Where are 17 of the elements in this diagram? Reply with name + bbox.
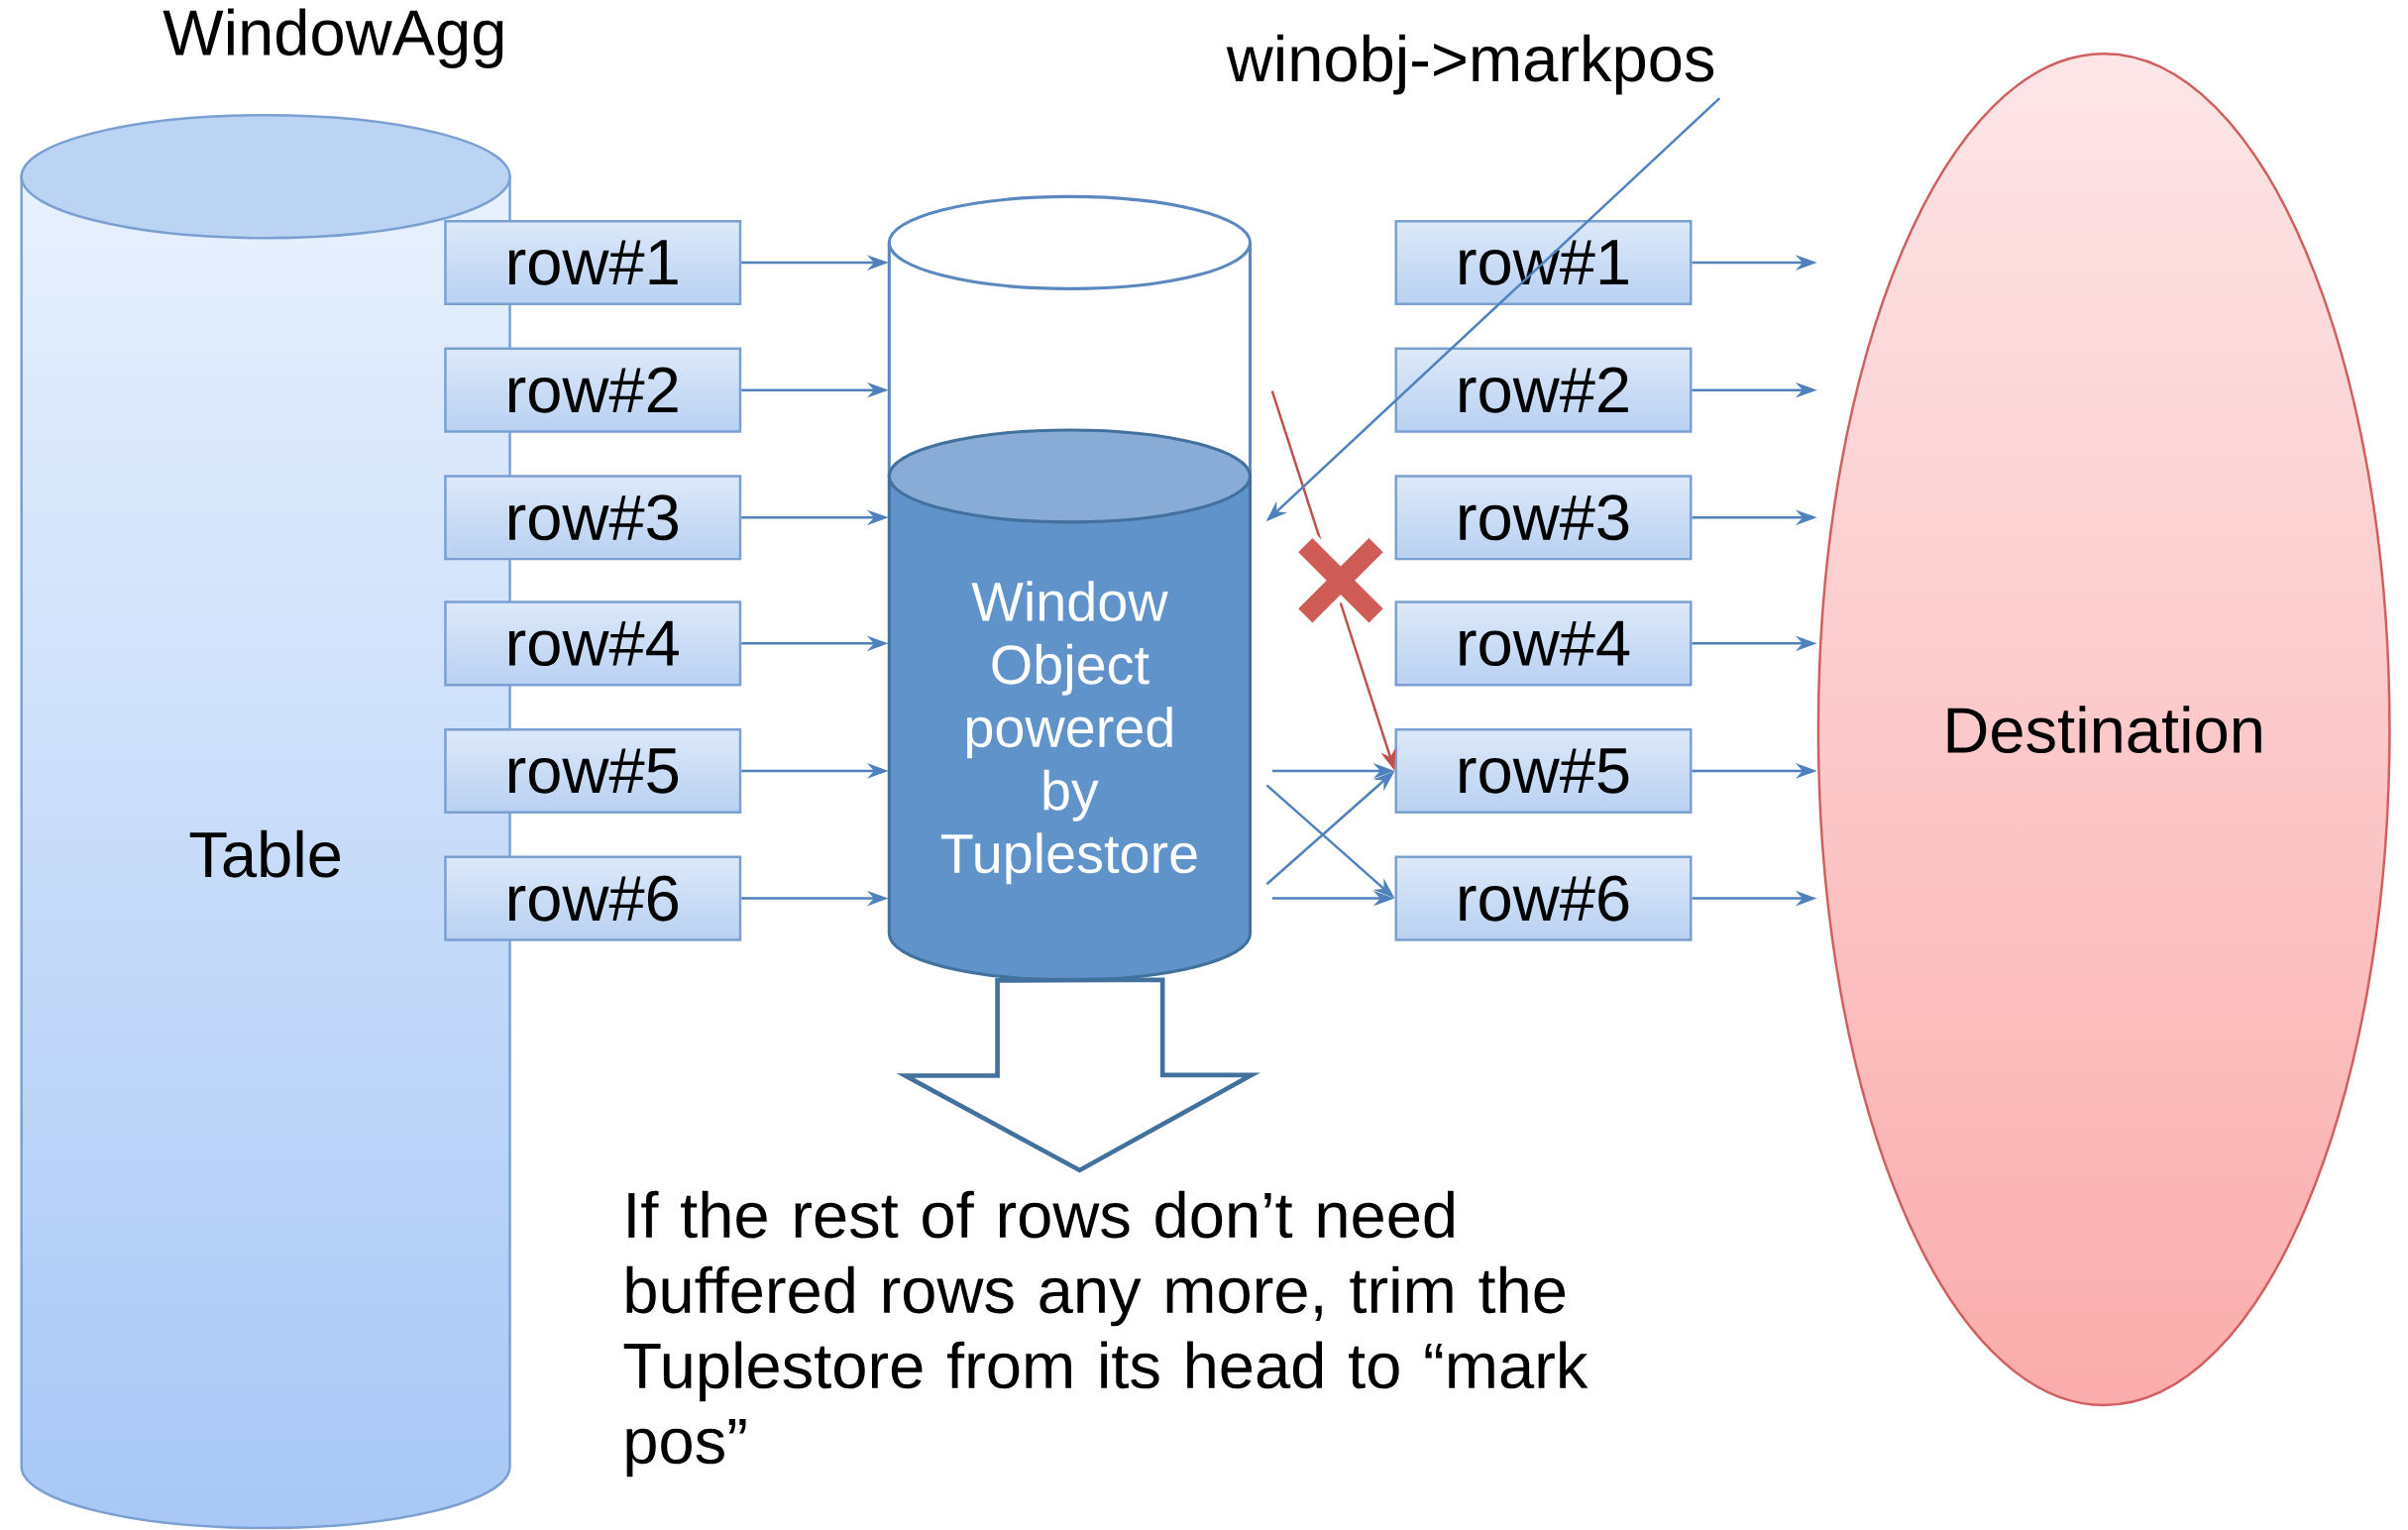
row-box: row#2 [444, 347, 742, 433]
row-box: row#4 [444, 601, 742, 687]
row-box: row#3 [444, 475, 742, 561]
row-box: row#2 [1394, 347, 1693, 433]
row-box: row#4 [1394, 601, 1693, 687]
block-arrow [896, 977, 1261, 1173]
diagram-label: WindowAgg [163, 8, 503, 69]
row-box: row#5 [444, 728, 742, 815]
row-box: row#1 [444, 220, 742, 306]
row-box: row#6 [1394, 855, 1693, 941]
callout-text: winobj->markpos [1226, 35, 1714, 95]
row-box: row#6 [444, 855, 742, 941]
row-box: row#5 [1394, 728, 1693, 815]
row-box: row#3 [1394, 475, 1693, 561]
note-text: If the rest of rows don’t need buffered rows any more, trim the Tuplestore from its head to “mark pos” [623, 1190, 1588, 1477]
tuplestore-cylinder: Window Object powered by Tuplestore [887, 195, 1253, 982]
row-box: row#1 [1394, 220, 1693, 306]
